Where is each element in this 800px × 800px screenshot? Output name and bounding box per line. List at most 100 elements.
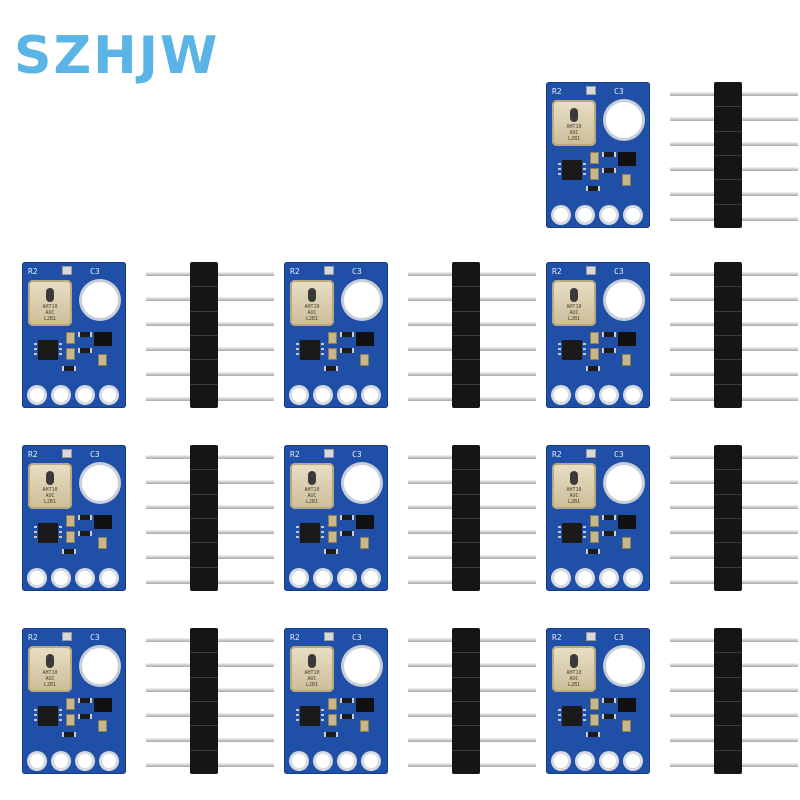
solder-pad <box>364 388 378 402</box>
housing-segment <box>452 334 480 336</box>
housing-segment <box>714 106 742 108</box>
housing-segment <box>190 310 218 312</box>
solder-pad <box>554 208 568 222</box>
voltage-regulator <box>612 515 642 529</box>
housing-segment <box>452 566 480 568</box>
silkscreen-label: R2 <box>552 450 562 459</box>
pin-header <box>408 628 536 774</box>
resistor <box>324 549 338 554</box>
resistor <box>340 332 354 337</box>
resistor <box>602 698 616 703</box>
solder-pad <box>102 388 116 402</box>
housing-segment <box>714 359 742 361</box>
capacitor <box>622 174 631 186</box>
silkscreen-label: R2 <box>28 267 38 276</box>
solder-pad <box>30 388 44 402</box>
silkscreen-label: R2 <box>552 87 562 96</box>
solder-pad <box>340 388 354 402</box>
housing-segment <box>452 517 480 519</box>
capacitor <box>328 698 337 710</box>
housing-segment <box>452 383 480 385</box>
capacitor <box>98 354 107 366</box>
housing-segment <box>714 700 742 702</box>
resistor <box>586 366 600 371</box>
solder-pad <box>316 388 330 402</box>
silkscreen-label: C3 <box>90 450 100 459</box>
pin-header <box>408 445 536 591</box>
header-housing <box>190 628 218 774</box>
housing-segment <box>714 203 742 205</box>
mounting-hole <box>606 282 642 318</box>
housing-segment <box>452 700 480 702</box>
mounting-hole <box>82 282 118 318</box>
housing-segment <box>190 652 218 654</box>
resistor <box>78 348 92 353</box>
header-housing <box>714 628 742 774</box>
pin-header <box>670 82 798 228</box>
ic-chip <box>34 706 62 726</box>
mounting-hole <box>82 465 118 501</box>
silkscreen-label: R2 <box>290 267 300 276</box>
resistor <box>340 531 354 536</box>
pin-header <box>670 628 798 774</box>
housing-segment <box>714 286 742 288</box>
solder-pad <box>54 388 68 402</box>
pin-header <box>408 262 536 408</box>
solder-pad <box>340 754 354 768</box>
solder-pad <box>626 208 640 222</box>
capacitor <box>98 720 107 732</box>
smd-component <box>586 449 596 458</box>
resistor <box>602 348 616 353</box>
capacitor <box>66 714 75 726</box>
mounting-hole <box>606 102 642 138</box>
ic-chip <box>558 160 586 180</box>
solder-pad <box>316 571 330 585</box>
solder-pad <box>554 571 568 585</box>
housing-segment <box>714 469 742 471</box>
capacitor <box>590 531 599 543</box>
smd-component <box>62 632 72 641</box>
header-housing <box>190 262 218 408</box>
smd-component <box>324 632 334 641</box>
resistor <box>602 152 616 157</box>
housing-segment <box>452 310 480 312</box>
silkscreen-label: C3 <box>352 450 362 459</box>
housing-segment <box>452 493 480 495</box>
capacitor <box>360 354 369 366</box>
mounting-hole <box>606 465 642 501</box>
capacitor <box>622 537 631 549</box>
voltage-regulator <box>350 698 380 712</box>
ic-chip <box>34 340 62 360</box>
smd-component <box>324 266 334 275</box>
capacitor <box>328 714 337 726</box>
header-housing <box>190 445 218 591</box>
solder-pad <box>602 388 616 402</box>
housing-segment <box>714 130 742 132</box>
resistor <box>340 714 354 719</box>
header-housing <box>452 628 480 774</box>
smd-component <box>586 266 596 275</box>
solder-pad <box>54 571 68 585</box>
silkscreen-label: R2 <box>290 633 300 642</box>
housing-segment <box>452 469 480 471</box>
housing-segment <box>190 749 218 751</box>
